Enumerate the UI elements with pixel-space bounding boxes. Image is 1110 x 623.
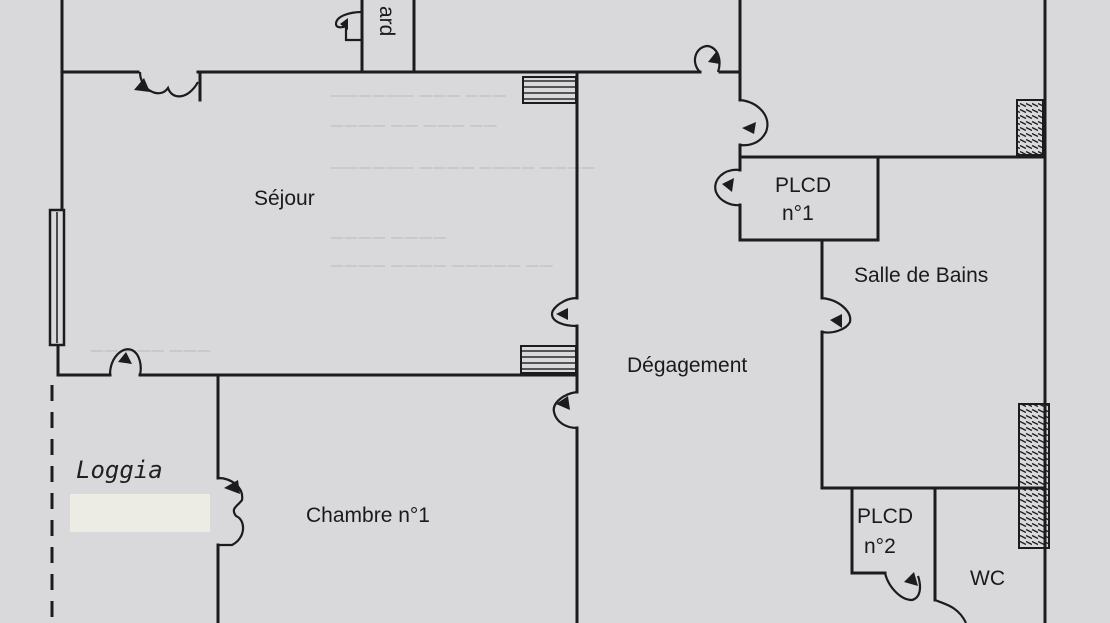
plcd2-label-line2: n°2 <box>864 535 896 558</box>
window <box>48 208 66 347</box>
svg-text:—————— ——— ———: —————— ——— ——— <box>330 88 507 104</box>
svg-text:———— —— ——— ——: ———— —— ——— —— <box>330 118 497 134</box>
sticker <box>70 494 210 532</box>
chambre1-label: Chambre n°1 <box>306 504 430 527</box>
salle-de-bains-label: Salle de Bains <box>854 264 988 287</box>
svg-text:———— ————: ———— ———— <box>330 230 446 246</box>
placard-label: ard <box>375 6 398 36</box>
ventilation-ducts <box>520 76 1050 549</box>
svg-text:—————— ———— ———— ————: —————— ———— ———— ———— <box>330 160 595 176</box>
wc-label: WC <box>970 567 1005 590</box>
room-labels: ard Séjour PLCD n°1 Salle de Bains Dégag… <box>76 6 1005 590</box>
loggia-label: Loggia <box>76 456 163 484</box>
plcd1-label-line1: PLCD <box>775 174 831 197</box>
show-through-text: —————— ——— ——— ———— —— ——— —— —————— ———… <box>90 88 595 359</box>
sejour-label: Séjour <box>254 187 315 210</box>
plcd1-label-line2: n°1 <box>782 202 814 225</box>
doors <box>108 10 967 623</box>
svg-text:—— ——— ———: —— ——— ——— <box>90 343 211 359</box>
plcd2-label-line1: PLCD <box>857 505 913 528</box>
degagement-label: Dégagement <box>627 354 747 377</box>
svg-text:———— ———— ————— ——: ———— ———— ————— —— <box>330 258 553 274</box>
